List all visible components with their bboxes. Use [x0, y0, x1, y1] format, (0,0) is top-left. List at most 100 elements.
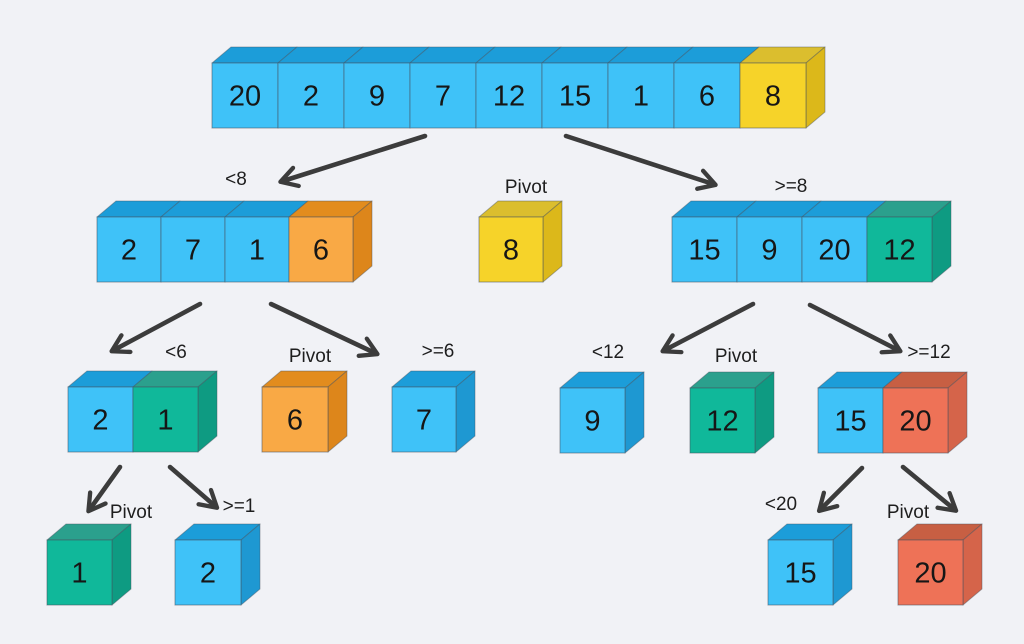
cube-value: 1: [71, 558, 87, 590]
cube-front-face: [817, 387, 884, 454]
cube-front-face: [391, 386, 457, 453]
cube-12: 12: [689, 371, 775, 454]
cube-15: 15: [671, 200, 757, 283]
cube-9: 9: [343, 46, 430, 129]
cube-value: 20: [229, 81, 261, 113]
cube-7: 7: [391, 370, 476, 453]
cube-front-face: [288, 216, 354, 283]
cube-front-face: [767, 539, 834, 606]
label-ge12: >=12: [907, 342, 950, 363]
label-pivot-20: Pivot: [887, 502, 930, 523]
label-pivot-8: Pivot: [505, 177, 548, 198]
label-ge1: >=1: [223, 496, 256, 517]
cube-front-face: [67, 386, 134, 453]
cube-value: 6: [699, 81, 715, 113]
label-lt12: <12: [592, 342, 624, 363]
cube-value: 7: [185, 235, 201, 267]
cube-8: 8: [478, 200, 563, 283]
cube-value: 2: [121, 235, 137, 267]
cube-value: 15: [834, 406, 866, 438]
cube-value: 15: [688, 235, 720, 267]
cube-value: 20: [899, 406, 931, 438]
cube-value: 2: [303, 81, 319, 113]
cube-value: 2: [92, 405, 108, 437]
label-lt8: <8: [225, 169, 247, 190]
partition-arrow: [278, 133, 428, 189]
cube-2: 2: [67, 370, 153, 453]
cube-group-l4-pivot-1: 1: [46, 523, 132, 606]
cube-front-face: [160, 216, 226, 283]
cube-front-face: [478, 216, 544, 283]
partition-arrow: [109, 301, 203, 355]
cube-value: 20: [818, 235, 850, 267]
partition-arrow: [816, 465, 865, 514]
cube-value: 7: [435, 81, 451, 113]
cube-value: 12: [883, 235, 915, 267]
cube-20: 20: [897, 523, 983, 606]
cube-group-l3-pivot-12: 12: [689, 371, 775, 454]
cube-12: 12: [866, 200, 952, 283]
cube-front-face: [46, 539, 113, 606]
cube-15: 15: [767, 523, 853, 606]
cube-group-l3-nine: 9: [559, 371, 645, 454]
partition-arrow: [563, 133, 718, 191]
partition-arrow: [900, 464, 959, 513]
cube-2: 2: [96, 200, 181, 283]
partition-arrow: [807, 302, 903, 355]
cube-front-face: [559, 387, 626, 454]
cube-value: 15: [559, 81, 591, 113]
cube-9: 9: [559, 371, 645, 454]
label-pivot-12: Pivot: [715, 346, 758, 367]
cube-front-face: [607, 62, 675, 129]
cube-group-l4-two: 2: [174, 523, 261, 606]
cube-value: 20: [914, 558, 946, 590]
cube-front-face: [96, 216, 162, 283]
cube-value: 1: [249, 235, 265, 267]
partition-arrow: [660, 301, 756, 355]
cube-20: 20: [801, 200, 887, 283]
cube-2: 2: [277, 46, 364, 129]
cube-group-l3-pivot-6: 6: [261, 370, 348, 453]
cube-front-face: [689, 387, 756, 454]
label-pivot-6: Pivot: [289, 346, 332, 367]
label-ge8: >=8: [775, 176, 808, 197]
cube-6: 6: [261, 370, 348, 453]
cube-value: 1: [157, 405, 173, 437]
cube-6: 6: [288, 200, 373, 283]
cube-front-face: [897, 539, 964, 606]
cube-9: 9: [736, 200, 822, 283]
cube-group-l2-pivot-8: 8: [478, 200, 563, 283]
cube-value: 12: [493, 81, 525, 113]
cube-value: 15: [784, 558, 816, 590]
label-lt20: <20: [765, 494, 797, 515]
cube-8: 8: [739, 46, 826, 129]
cube-group-l4-pivot-20: 20: [897, 523, 983, 606]
cube-front-face: [409, 62, 477, 129]
cube-front-face: [475, 62, 543, 129]
cube-value: 9: [369, 81, 385, 113]
cube-1: 1: [46, 523, 132, 606]
cube-value: 1: [633, 81, 649, 113]
cube-value: 2: [200, 558, 216, 590]
cube-front-face: [261, 386, 329, 453]
cube-value: 6: [313, 235, 329, 267]
cube-front-face: [673, 62, 741, 129]
cube-15: 15: [817, 371, 903, 454]
label-lt6: <6: [165, 342, 187, 363]
cube-1: 1: [132, 370, 218, 453]
cube-20: 20: [882, 371, 968, 454]
cube-1: 1: [224, 200, 309, 283]
cube-7: 7: [409, 46, 496, 129]
cube-value: 8: [503, 235, 519, 267]
cube-12: 12: [475, 46, 562, 129]
cube-front-face: [211, 62, 279, 129]
cube-group-l3-seven: 7: [391, 370, 476, 453]
cube-front-face: [277, 62, 345, 129]
label-pivot-1: Pivot: [110, 502, 153, 523]
cube-front-face: [736, 216, 803, 283]
